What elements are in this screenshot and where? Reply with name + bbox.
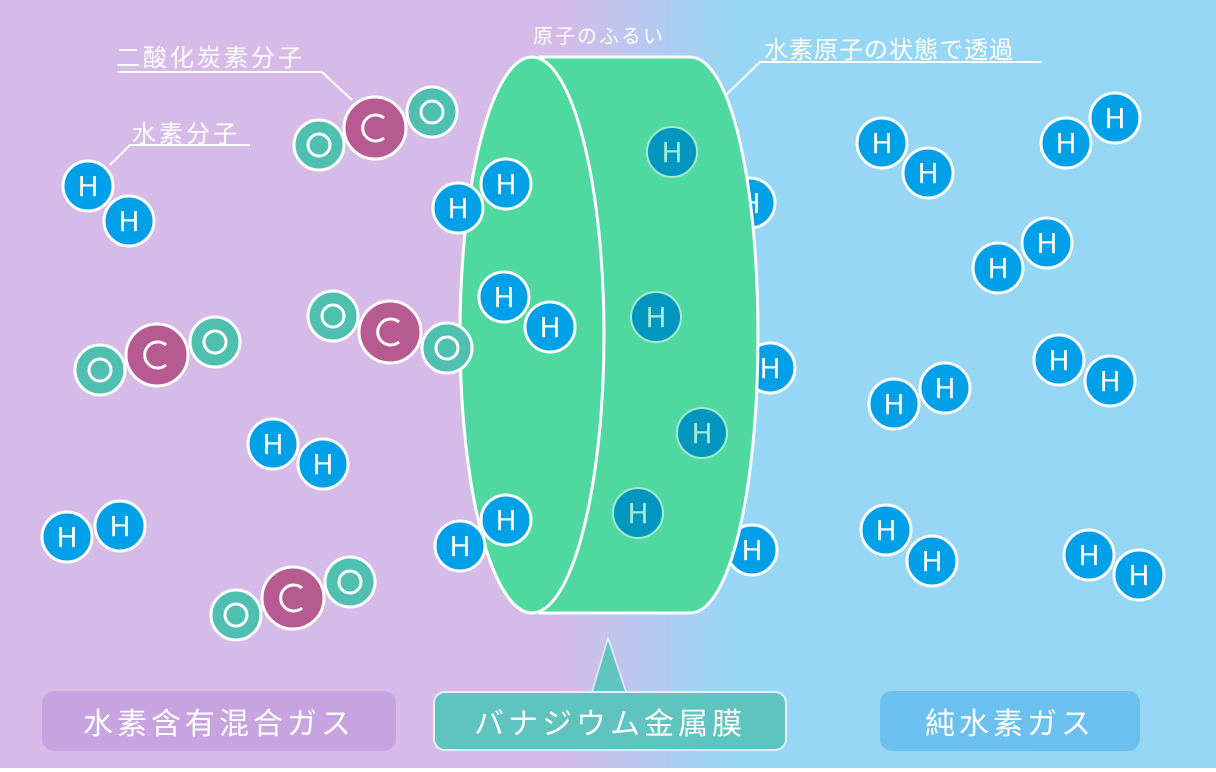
label-atomic-sieve: 原子のふるい xyxy=(533,24,665,48)
label-atomic-permeation: 水素原子の状態で透過 xyxy=(764,36,1014,64)
tag-mixed-gas: 水素含有混合ガス xyxy=(42,691,396,751)
tag-vanadium-membrane: バナジウム金属膜 xyxy=(433,691,787,751)
tag-pure-hydrogen: 純水素ガス xyxy=(880,691,1140,751)
label-co2-molecule: 二酸化炭素分子 xyxy=(116,44,305,72)
label-h2-molecule: 水素分子 xyxy=(132,120,240,148)
